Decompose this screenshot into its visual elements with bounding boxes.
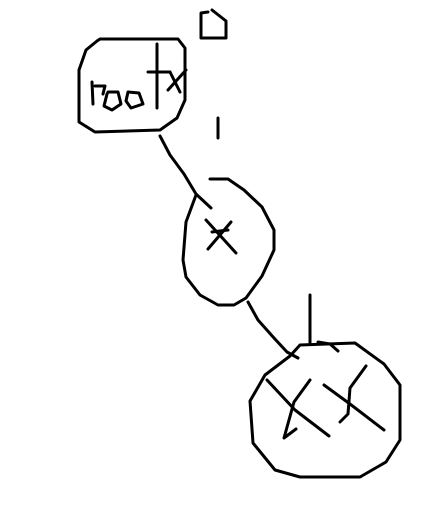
x-node-border (181, 177, 276, 307)
xx-node (248, 340, 402, 479)
edge-x-to-xx (246, 300, 300, 360)
xx-node-cap-mark (316, 340, 340, 353)
root-node-handwriting (90, 42, 188, 112)
xx-node-border (248, 341, 402, 479)
root-node (77, 37, 188, 134)
xx-node-handwriting (265, 364, 386, 440)
x-node (181, 177, 276, 307)
edge-root-to-x (158, 134, 213, 210)
x-node-handwriting (204, 218, 238, 255)
small-box-mark (199, 8, 228, 40)
root-node-border (77, 37, 187, 134)
